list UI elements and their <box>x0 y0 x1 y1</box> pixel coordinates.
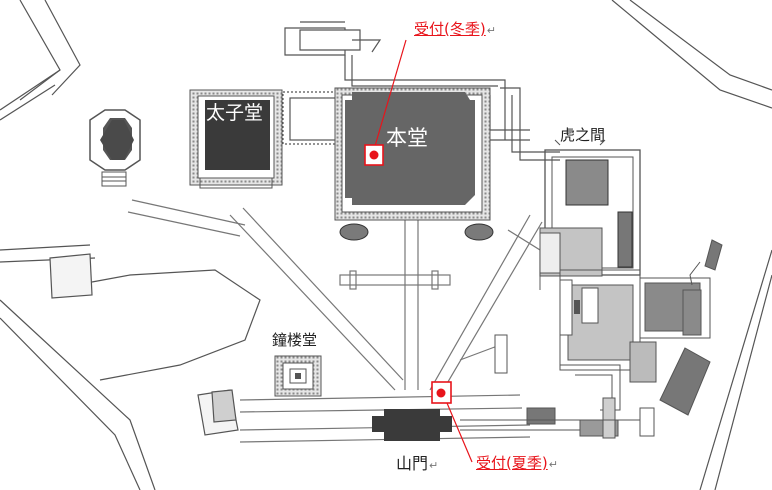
taishido-building <box>189 89 283 189</box>
shoro-building <box>274 355 322 397</box>
hexagon-building <box>89 109 141 187</box>
reception-summer-label: 受付(夏季)↵ <box>476 454 558 472</box>
return-mark-icon: ↵ <box>548 458 558 471</box>
reception-winter-label: 受付(冬季)↵ <box>414 20 496 38</box>
hondo-building <box>334 87 491 221</box>
shoro-label: 鐘楼堂 <box>272 331 318 349</box>
hondo-label: 本堂 <box>386 126 428 150</box>
sanmon-gate <box>372 409 452 441</box>
ponds <box>339 223 494 241</box>
east-complex <box>460 139 723 439</box>
tora-no-ma-label: 虎之間 <box>560 126 606 144</box>
return-mark-icon: ↵ <box>486 24 496 37</box>
sanmon-label: 山門↵ <box>396 454 439 473</box>
reception-markers <box>364 39 473 463</box>
left-structures <box>49 253 239 436</box>
taishido-label: 太子堂 <box>206 102 264 124</box>
return-mark-icon: ↵ <box>429 459 439 472</box>
